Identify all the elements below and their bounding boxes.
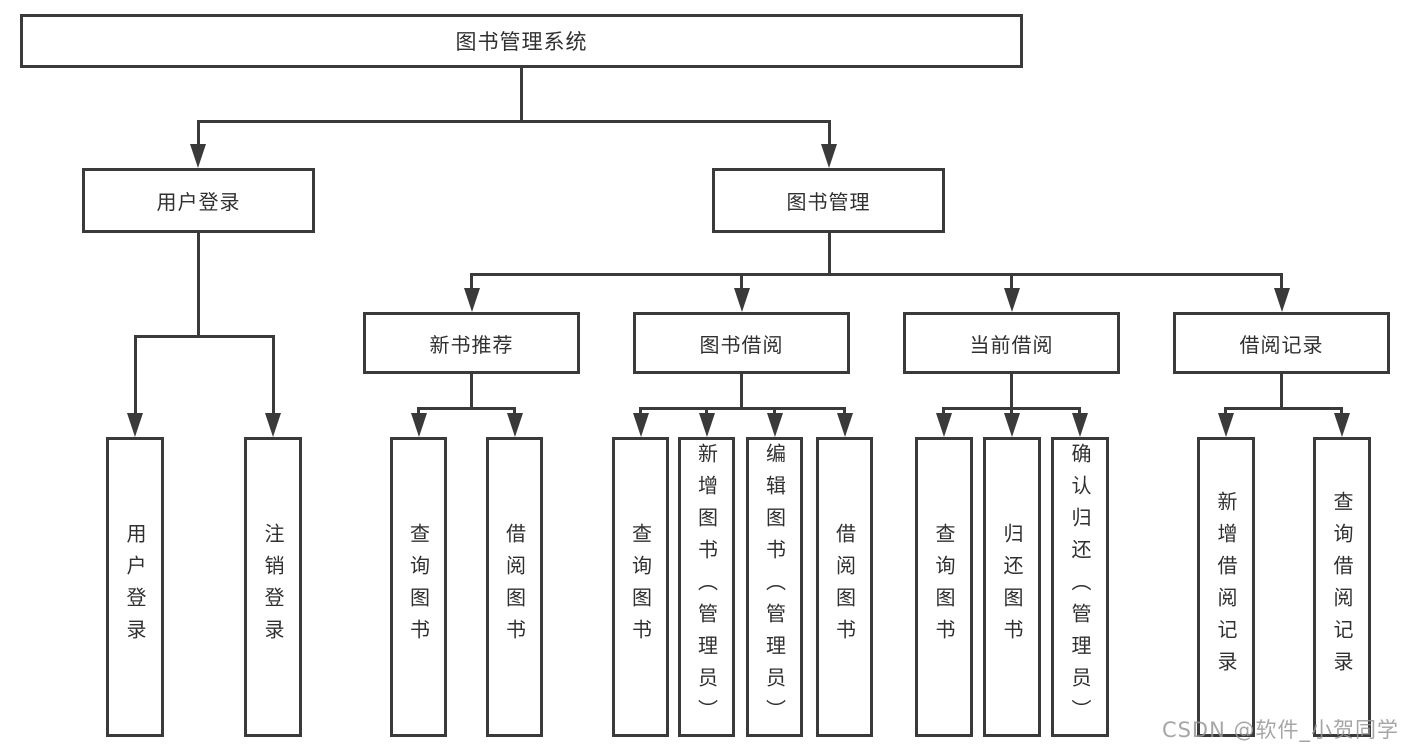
connector-line [133,335,275,338]
connector-line [1010,374,1013,410]
node-label: 图书管理 [786,190,871,214]
leaf-label: 查询借阅记录 [1330,491,1354,683]
leaf-label: 编辑图书（管理员） [762,443,787,731]
leaf-label: 借阅图书 [502,523,527,651]
leaf-label: 注销登录 [261,523,285,651]
node-book-borrowing: 图书借阅 [633,312,850,374]
arrow-down-icon [410,413,427,437]
connector-line [519,66,523,123]
connector-line [1078,410,1081,415]
leaf-query-books: 查询图书 [390,437,447,737]
leaf-label: 借阅图书 [832,523,857,651]
leaf-logout: 注销登录 [244,437,302,737]
arrow-down-icon [1273,288,1290,312]
leaf-label: 用户登录 [123,523,147,651]
leaf-edit-books-admin: 编辑图书（管理员） [746,437,803,737]
arrow-down-icon [935,413,952,437]
node-current-borrowing: 当前借阅 [903,312,1120,374]
leaf-label: 新增借阅记录 [1214,491,1238,683]
leaf-label: 新增图书（管理员） [694,443,719,731]
arrow-down-icon [506,413,523,437]
leaf-label: 归还图书 [1000,523,1024,651]
connector-line [639,410,642,415]
connector-line [417,407,516,410]
arrow-down-icon [1003,288,1020,312]
connector-line [740,276,743,289]
csdn-watermark: CSDN @软件_小贺同学 [1161,718,1399,742]
arrow-down-icon [127,413,143,437]
connector-line [470,273,1283,276]
connector-line [705,410,708,415]
connector-line [1280,276,1283,289]
connector-line [740,374,743,410]
arrow-down-icon [698,413,715,437]
connector-line [1010,276,1013,289]
arrow-down-icon [821,144,837,168]
connector-line [639,407,846,410]
node-new-book-recommend: 新书推荐 [363,312,580,374]
arrow-down-icon [632,413,649,437]
arrow-down-icon [1003,413,1020,437]
node-label: 图书借阅 [699,332,784,357]
connector-line [470,374,473,410]
node-label: 新书推荐 [429,332,514,357]
leaf-add-books-admin: 新增图书（管理员） [678,437,735,737]
connector-line [1224,410,1227,415]
leaf-label: 查询图书 [932,523,956,651]
connector-line [827,123,831,146]
node-book-management: 图书管理 [712,168,945,233]
connector-line [1224,407,1343,410]
arrow-down-icon [463,288,480,312]
arrow-down-icon [1333,413,1350,437]
connector-line [513,410,516,415]
arrow-down-icon [190,144,206,168]
connector-line [1280,374,1283,410]
connector-line [470,276,473,289]
connector-line [843,410,846,415]
leaf-query-borrow-record: 查询借阅记录 [1313,437,1371,737]
connector-line [417,410,420,415]
node-label: 借阅记录 [1239,332,1324,357]
leaf-confirm-return-admin: 确认归还（管理员） [1051,437,1109,737]
node-label: 图书管理系统 [455,30,588,54]
connector-line [773,410,776,415]
connector-line [1340,410,1343,415]
leaf-borrow-books: 借阅图书 [486,437,543,737]
node-user-login-branch: 用户登录 [82,168,315,233]
node-borrowing-records: 借阅记录 [1173,312,1390,374]
leaf-add-borrow-record: 新增借阅记录 [1197,437,1255,737]
connector-line [196,233,200,338]
node-label: 用户登录 [156,190,241,214]
arrow-down-icon [766,413,783,437]
leaf-label: 查询图书 [406,523,431,651]
arrow-down-icon [1217,413,1234,437]
leaf-query-books: 查询图书 [915,437,973,737]
connector-line [133,338,137,414]
leaf-borrow-books: 借阅图书 [816,437,873,737]
arrow-down-icon [733,288,750,312]
leaf-label: 查询图书 [628,523,653,651]
leaf-return-books: 归还图书 [983,437,1041,737]
connector-line [271,338,275,414]
connector-line [196,123,200,146]
connector-line [827,233,831,276]
node-label: 当前借阅 [969,332,1054,357]
arrow-down-icon [836,413,853,437]
connector-line [196,120,831,123]
connector-line [942,410,945,415]
arrow-down-icon [265,413,281,437]
leaf-user-login: 用户登录 [106,437,164,737]
leaf-query-books: 查询图书 [612,437,669,737]
node-library-management-system: 图书管理系统 [20,14,1023,68]
arrow-down-icon [1071,413,1088,437]
connector-line [942,407,1081,410]
leaf-label: 确认归还（管理员） [1068,443,1092,731]
connector-line [1010,410,1013,415]
